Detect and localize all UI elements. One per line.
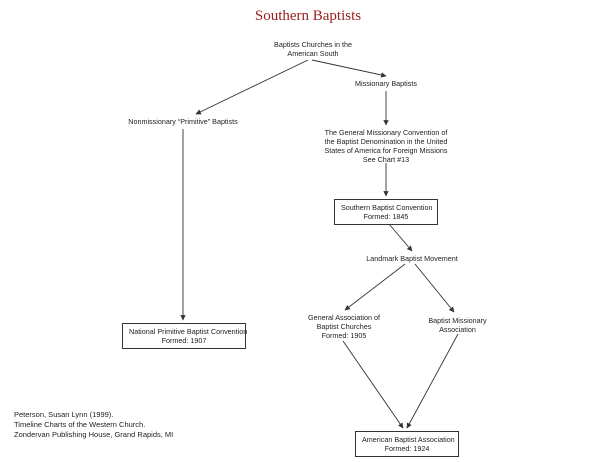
node-line: The General Missionary Convention of — [324, 128, 448, 137]
node-baptists-churches-american-south: Baptists Churches in the American South — [253, 40, 373, 58]
node-american-baptist-association: American Baptist Association Formed: 192… — [355, 431, 459, 457]
edge-landmark-missionary-association — [414, 263, 455, 313]
node-line: Baptists Churches in the — [274, 40, 352, 49]
node-line: States of America for Foreign Missions — [324, 146, 448, 155]
node-general-association-baptist-churches: General Association of Baptist Churches … — [299, 313, 389, 340]
node-missionary-baptists: Missionary Baptists — [336, 79, 436, 88]
diagram-title: Southern Baptists — [254, 8, 362, 24]
citation-line: Timeline Charts of the Western Church. — [14, 420, 146, 429]
node-line: Baptist Missionary — [428, 316, 487, 325]
node-line: Formed: 1845 — [363, 212, 409, 221]
node-line: Baptist Churches — [316, 322, 372, 331]
node-line: Formed: 1907 — [161, 336, 207, 345]
node-line: Association — [439, 325, 476, 334]
node-national-primitive-baptist-convention: National Primitive Baptist Convention Fo… — [122, 323, 248, 349]
edge-sbc-landmark — [388, 223, 413, 252]
node-line: General Association of — [308, 313, 380, 322]
node-baptist-missionary-association: Baptist Missionary Association — [420, 316, 495, 334]
node-line: National Primitive Baptist Convention — [129, 327, 248, 336]
edge-root-missionary — [311, 59, 387, 78]
node-line: Missionary Baptists — [355, 79, 417, 88]
node-general-missionary-convention: The General Missionary Convention of the… — [316, 128, 456, 164]
node-line: Formed: 1924 — [384, 444, 430, 453]
node-line: Southern Baptist Convention — [341, 203, 433, 212]
node-line: American Baptist Association — [362, 435, 455, 444]
edge-general-association-american — [342, 340, 404, 429]
node-line: Landmark Baptist Movement — [366, 254, 458, 263]
node-line: Formed: 1905 — [321, 331, 367, 340]
node-line: See Chart #13 — [362, 155, 410, 164]
citation-line: Zondervan Publishing House, Grand Rapids… — [14, 430, 174, 439]
node-landmark-baptist-movement: Landmark Baptist Movement — [362, 254, 462, 263]
edge-landmark-general-association — [344, 263, 406, 311]
node-line: the Baptist Denomination in the United — [324, 137, 448, 146]
node-line: Nonmissionary “Primitive” Baptists — [128, 117, 238, 126]
edge-missionary-association-american — [406, 333, 459, 429]
source-citation: Peterson, Susan Lynn (1999). Timeline Ch… — [14, 410, 173, 440]
node-line: American South — [287, 49, 339, 58]
node-nonmissionary-primitive-baptists: Nonmissionary “Primitive” Baptists — [123, 117, 243, 126]
edge-root-nonmissionary — [195, 59, 309, 115]
node-southern-baptist-convention: Southern Baptist Convention Formed: 1845 — [334, 199, 438, 225]
citation-line: Peterson, Susan Lynn (1999). — [14, 410, 114, 419]
